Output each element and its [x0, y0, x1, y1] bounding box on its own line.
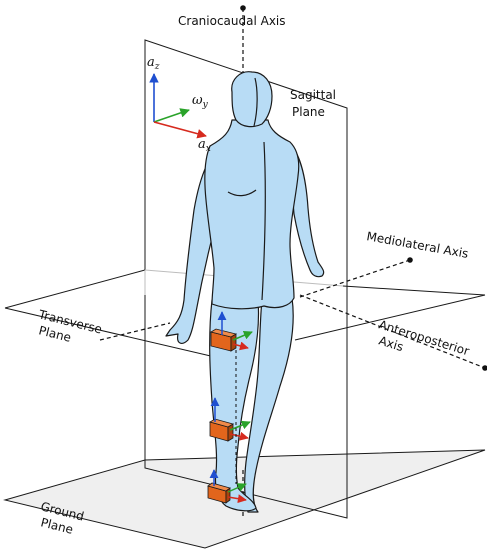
craniocaudal-axis-label: Craniocaudal Axis	[178, 14, 286, 28]
omega-y-label: ωy	[192, 93, 209, 110]
mediolateral-axis-label: Mediolateral Axis	[365, 229, 469, 261]
sagittal-plane-label-2: Plane	[292, 105, 325, 119]
ax-arrow	[154, 122, 206, 136]
az-label: az	[147, 55, 160, 72]
human-body	[166, 72, 324, 512]
ax-label: ax	[198, 137, 211, 154]
sagittal-plane-label-1: Sagittal	[290, 88, 336, 102]
omega-y-arrow	[154, 110, 189, 122]
coordinate-frame: az ωy ax	[147, 55, 211, 154]
